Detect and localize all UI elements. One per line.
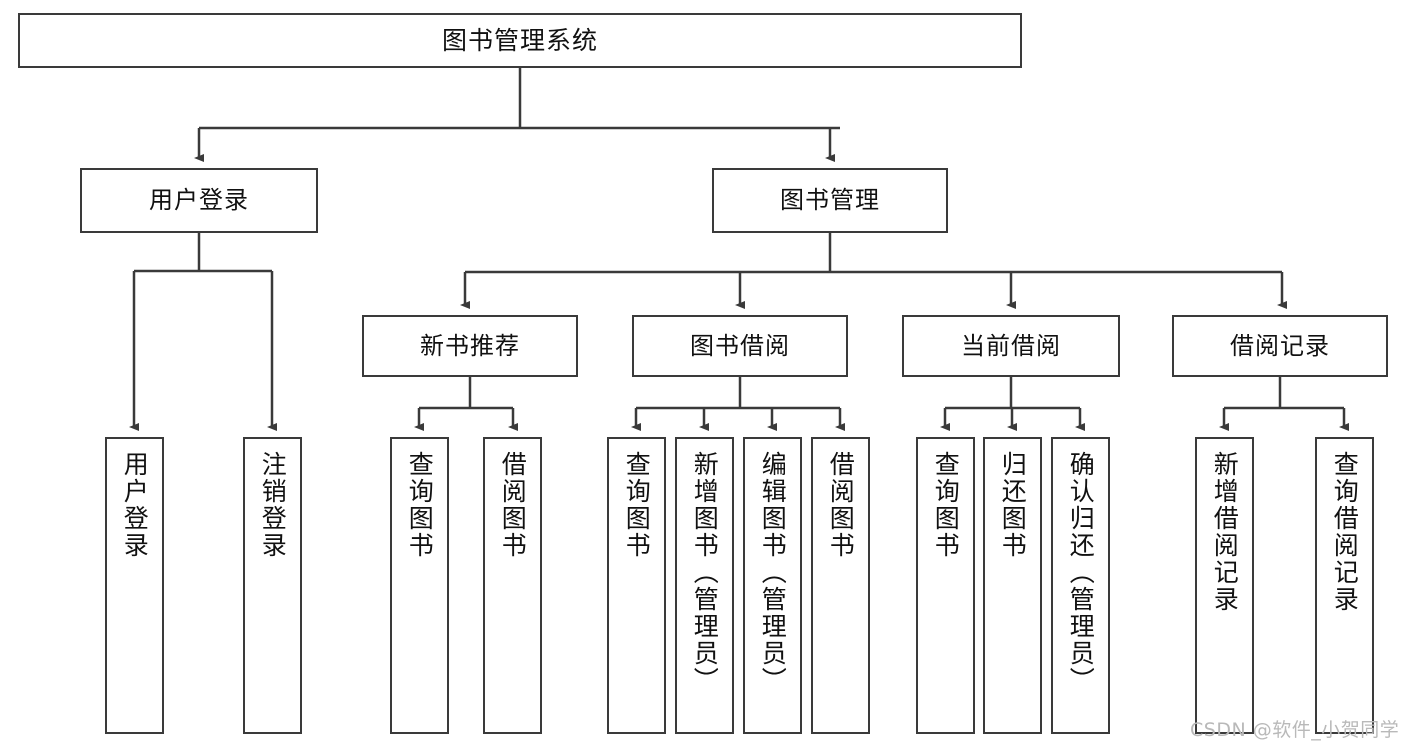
node-label: 新增图书（管理员） [690, 451, 720, 694]
node-user-login[interactable]: 用户登录 [80, 168, 318, 233]
leaf-book-borrow-query[interactable]: 查询图书 [607, 437, 666, 734]
leaf-book-borrow-add[interactable]: 新增图书（管理员） [675, 437, 734, 734]
node-label: 查询借阅记录 [1330, 451, 1360, 613]
node-label: 查询图书 [931, 451, 961, 559]
node-root-system[interactable]: 图书管理系统 [18, 13, 1022, 68]
node-book-borrow[interactable]: 图书借阅 [632, 315, 848, 377]
node-label: 当前借阅 [961, 331, 1061, 360]
node-label: 新书推荐 [420, 331, 520, 360]
node-book-management[interactable]: 图书管理 [712, 168, 948, 233]
node-label: 借阅图书 [826, 451, 856, 559]
leaf-current-borrow-confirm-return[interactable]: 确认归还（管理员） [1051, 437, 1110, 734]
node-borrow-record[interactable]: 借阅记录 [1172, 315, 1388, 377]
node-current-borrow[interactable]: 当前借阅 [902, 315, 1120, 377]
node-label: 图书管理系统 [441, 25, 598, 55]
leaf-current-borrow-query[interactable]: 查询图书 [916, 437, 975, 734]
node-label: 查询图书 [405, 451, 435, 559]
leaf-new-book-borrow[interactable]: 借阅图书 [483, 437, 542, 734]
leaf-user-login-logout[interactable]: 注销登录 [243, 437, 302, 734]
node-label: 借阅图书 [498, 451, 528, 559]
leaf-new-book-query[interactable]: 查询图书 [390, 437, 449, 734]
node-label: 编辑图书（管理员） [758, 451, 788, 694]
leaf-book-borrow-borrow[interactable]: 借阅图书 [811, 437, 870, 734]
leaf-user-login-login[interactable]: 用户登录 [105, 437, 164, 734]
node-label: 归还图书 [998, 451, 1028, 559]
leaf-borrow-record-add[interactable]: 新增借阅记录 [1195, 437, 1254, 734]
node-label: 用户登录 [120, 451, 150, 559]
node-label: 查询图书 [622, 451, 652, 559]
node-label: 新增借阅记录 [1210, 451, 1240, 613]
node-label: 用户登录 [149, 186, 249, 215]
node-new-book-recommend[interactable]: 新书推荐 [362, 315, 578, 377]
node-label: 确认归还（管理员） [1066, 451, 1096, 694]
leaf-current-borrow-return[interactable]: 归还图书 [983, 437, 1042, 734]
node-label: 借阅记录 [1230, 331, 1330, 360]
node-label: 图书借阅 [690, 331, 790, 360]
node-label: 图书管理 [780, 186, 880, 215]
node-label: 注销登录 [258, 451, 288, 559]
leaf-borrow-record-query[interactable]: 查询借阅记录 [1315, 437, 1374, 734]
leaf-book-borrow-edit[interactable]: 编辑图书（管理员） [743, 437, 802, 734]
